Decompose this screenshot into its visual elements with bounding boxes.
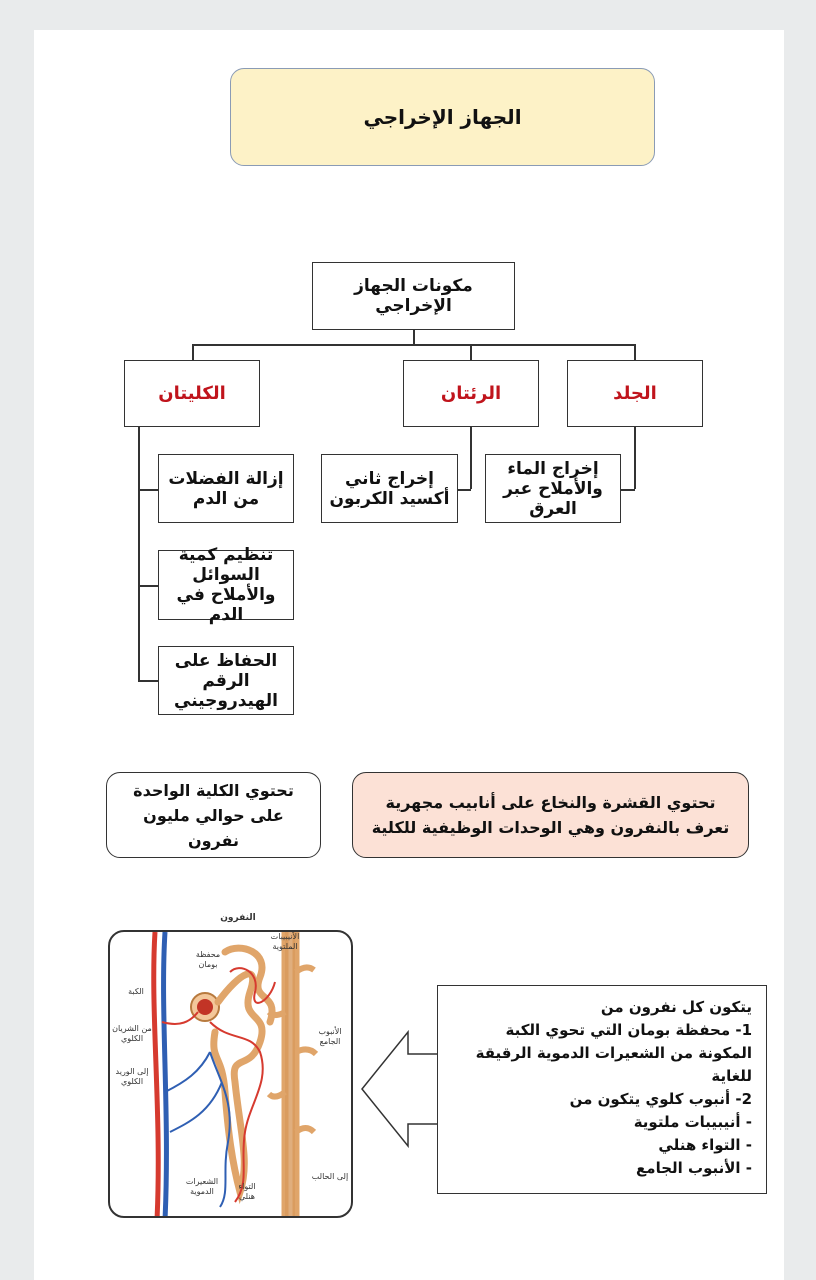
arrow-left-icon [360, 1030, 440, 1148]
label-to-ureter: إلى الحالب [310, 1172, 350, 1181]
connector-line [138, 585, 158, 587]
note-cortex-medulla: تحتوي القشرة والنخاع على أنابيب مجهرية ت… [352, 772, 749, 858]
note-nephron-count: تحتوي الكلية الواحدة على حوالي مليون نفر… [106, 772, 321, 858]
skin-function: إخراج الماء والأملاح عبر العرق [485, 454, 621, 523]
label-collecting: الأنبوب الجامع [310, 1027, 350, 1047]
label-capillaries: الشعيرات الدموية [180, 1177, 224, 1197]
connector-line [470, 344, 472, 360]
composition-subitem: - التواء هنلي [452, 1134, 752, 1157]
label-glomerulus: الكبة [118, 987, 154, 996]
label-convoluted: الأنيبيبات الملتوية [260, 932, 310, 952]
renal-artery [154, 932, 158, 1218]
composition-subitem: - الأنبوب الجامع [452, 1157, 752, 1180]
category-lungs: الرئتان [403, 360, 539, 427]
connector-line [138, 489, 158, 491]
connector-line [621, 489, 635, 491]
connector-line [138, 427, 140, 681]
connector-line [634, 344, 636, 360]
label-from-artery: من الشريان الكلوي [112, 1024, 152, 1044]
nephron-composition-box: يتكون كل نفرون من 1- محفظة بومان التي تح… [437, 985, 767, 1194]
kidney-function-1: إزالة الفضلات من الدم [158, 454, 294, 523]
connector-line [634, 427, 636, 489]
connector-line [192, 344, 635, 346]
composition-subitem: - أنيبيبات ملتوية [452, 1111, 752, 1134]
connector-line [458, 489, 471, 491]
category-skin: الجلد [567, 360, 703, 427]
root-concept-box: مكونات الجهاز الإخراجي [312, 262, 515, 330]
category-kidneys: الكليتان [124, 360, 260, 427]
lungs-function: إخراج ثاني أكسيد الكربون [321, 454, 458, 523]
nephron-diagram: الكبة محفظة بومان الأنيبيبات الملتوية من… [108, 930, 353, 1218]
composition-heading: يتكون كل نفرون من [452, 996, 752, 1019]
kidney-function-3: الحفاظ على الرقم الهيدروجيني [158, 646, 294, 715]
composition-item-2: 2- أنبوب كلوي يتكون من [452, 1088, 752, 1111]
composition-item-1: 1- محفظة بومان التي تحوي الكبة المكونة م… [452, 1019, 752, 1088]
diagram-title: النفرون [208, 913, 268, 923]
label-to-vein: إلى الوريد الكلوي [112, 1067, 152, 1087]
renal-vein [164, 932, 167, 1218]
connector-line [192, 344, 194, 360]
connector-line [413, 330, 415, 344]
label-bowman: محفظة بومان [188, 950, 228, 970]
connector-line [138, 680, 158, 682]
kidney-function-2: تنظيم كمية السوائل والأملاح في الدم [158, 550, 294, 620]
page-title: الجهاز الإخراجي [230, 68, 655, 166]
glomerulus [197, 999, 213, 1015]
label-loop: التواء هنلي [230, 1182, 264, 1202]
connector-line [470, 427, 472, 489]
